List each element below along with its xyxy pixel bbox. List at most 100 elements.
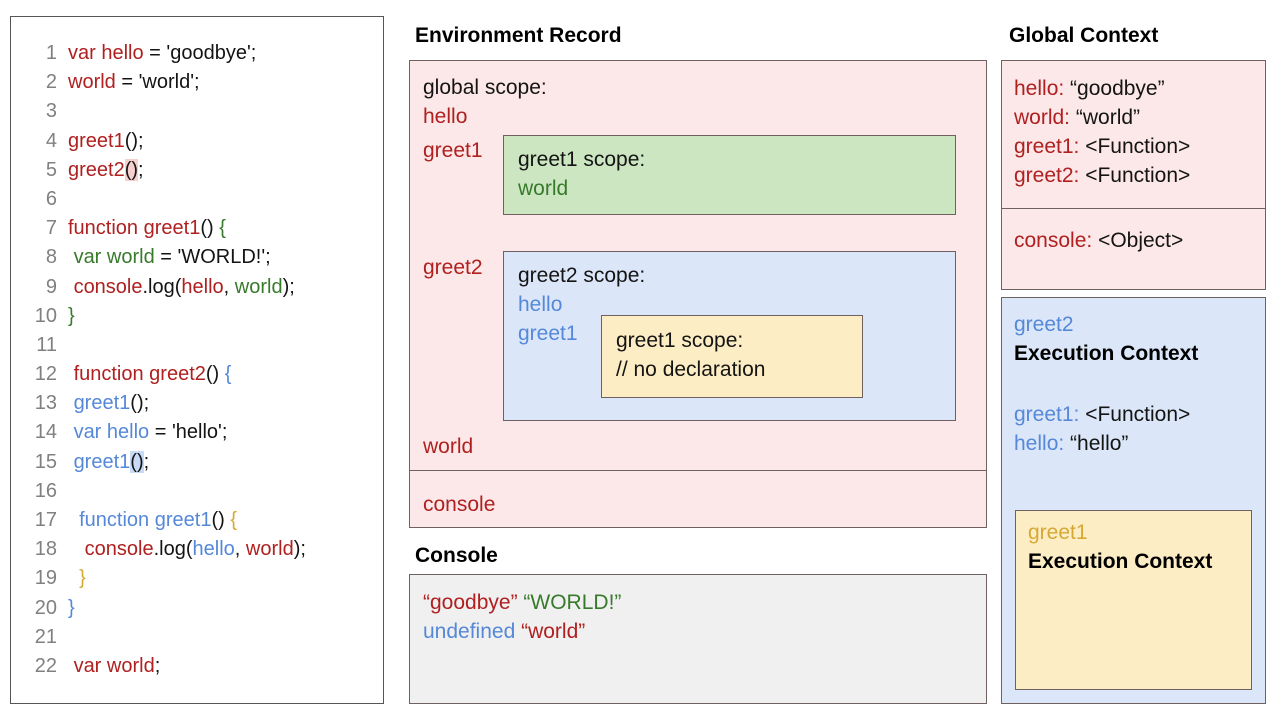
greet1-inner-scope-box: greet1 scope: // no declaration [601, 315, 863, 398]
line-number: 19 [34, 567, 57, 590]
code-token: () [130, 450, 144, 473]
global-context-key: greet2: [1014, 164, 1086, 187]
line-number: 15 [34, 450, 57, 473]
greet2-scope-var-hello: hello [518, 293, 563, 316]
code-token: () [205, 363, 225, 386]
greet2-ec-row: hello: “hello” [1014, 432, 1128, 456]
greet1-ec-name: greet1 [1028, 521, 1088, 544]
code-token: var hello [68, 42, 144, 64]
code-token: } [68, 304, 75, 327]
code-line-text: greet1(); [57, 127, 144, 156]
code-token: world [245, 538, 294, 561]
code-line: 21 [11, 623, 383, 652]
code-token: console [84, 538, 154, 561]
code-token: ; [154, 654, 161, 677]
code-token: , [234, 538, 246, 561]
code-line-text: function greet1() { [57, 506, 237, 535]
line-number: 9 [45, 275, 57, 298]
code-token: () [211, 509, 231, 531]
code-token: hello [181, 275, 224, 298]
greet2-ec-name: greet2 [1014, 313, 1074, 336]
code-line: 15 greet1(); [11, 448, 383, 477]
code-token: ); [282, 275, 295, 298]
code-token: console [73, 275, 143, 298]
code-line-text: var hello = 'goodbye'; [57, 39, 256, 68]
code-line: 11 [11, 331, 383, 360]
code-token: greet1 [73, 392, 131, 415]
code-token: () [124, 158, 139, 181]
code-token: (); [130, 392, 150, 415]
environment-record-main-section: global scope: hello greet1 greet1 scope:… [410, 61, 986, 471]
line-number: 10 [34, 304, 57, 327]
global-context-value: “world” [1075, 106, 1141, 129]
global-context-row: hello: “goodbye” [1014, 77, 1165, 101]
code-line-text: var world = 'WORLD!'; [57, 243, 271, 272]
line-number: 20 [34, 596, 57, 619]
env-var-hello: hello [423, 105, 468, 128]
code-line-text: greet2(); [57, 156, 144, 185]
code-line-text: } [57, 302, 75, 331]
code-token: var world [73, 246, 155, 269]
env-var-world: world [423, 435, 474, 458]
line-number: 6 [45, 187, 57, 210]
code-token: (); [124, 129, 144, 152]
global-context-title: Global Context [1009, 24, 1159, 47]
console-title: Console [415, 544, 498, 567]
global-context-key: world: [1014, 106, 1076, 129]
code-line: 6 [11, 185, 383, 214]
code-token: function greet2 [73, 363, 206, 386]
line-number: 14 [34, 421, 57, 444]
code-line: 12 function greet2() { [11, 360, 383, 389]
line-number: 7 [45, 217, 57, 240]
code-token: = 'hello'; [149, 421, 228, 444]
code-line: 3 [11, 97, 383, 126]
global-scope-label: global scope: [423, 76, 547, 99]
console-token: “WORLD!” [523, 591, 622, 614]
code-token [68, 509, 79, 531]
code-line: 16 [11, 477, 383, 506]
global-context-row: greet1: <Function> [1014, 135, 1190, 159]
line-number: 5 [45, 158, 57, 181]
code-token: = 'goodbye'; [143, 42, 257, 64]
code-token: var hello [73, 421, 150, 444]
global-context-row: greet2: <Function> [1014, 164, 1190, 188]
line-number: 1 [45, 42, 57, 64]
greet1-inner-scope-title: greet1 scope: [616, 329, 744, 352]
code-line-text: world = 'world'; [57, 68, 200, 97]
code-line: 9 console.log(hello, world); [11, 273, 383, 302]
console-output-box: “goodbye” “WORLD!” undefined “world” [409, 574, 987, 704]
greet1-scope-var-world: world [518, 177, 569, 200]
greet1-ec-title: Execution Context [1028, 550, 1213, 573]
code-token: world [68, 71, 116, 94]
code-token: world [234, 275, 283, 298]
code-token: hello [192, 538, 235, 561]
greet2-ec-row: greet1: <Function> [1014, 403, 1190, 427]
code-line: 18 console.log(hello, world); [11, 535, 383, 564]
line-number: 4 [45, 129, 57, 152]
line-number: 17 [34, 509, 57, 531]
greet1-execution-context-box: greet1 Execution Context [1015, 510, 1252, 690]
greet1-scope-box: greet1 scope: world [503, 135, 956, 215]
code-token: .log( [153, 538, 193, 561]
greet2-ec-key: greet1: [1014, 403, 1086, 426]
global-context-variables-section: hello: “goodbye” world: “world” greet1: <F… [1002, 61, 1265, 209]
code-line: 19 } [11, 564, 383, 593]
code-token: .log( [142, 275, 182, 298]
code-token: , [223, 275, 235, 298]
greet2-scope-title: greet2 scope: [518, 264, 646, 287]
code-line: 17 function greet1() { [11, 506, 383, 535]
global-context-box: hello: “goodbye” world: “world” greet1: <F… [1001, 60, 1266, 290]
console-token: “world” [521, 620, 586, 643]
code-line-text: greet1(); [57, 389, 150, 418]
line-number: 12 [34, 363, 57, 386]
code-token: = 'WORLD!'; [154, 246, 271, 269]
global-context-key: hello: [1014, 77, 1071, 100]
code-token: greet1 [73, 450, 131, 473]
line-number: 18 [34, 538, 57, 561]
global-context-value: “goodbye” [1070, 77, 1165, 100]
